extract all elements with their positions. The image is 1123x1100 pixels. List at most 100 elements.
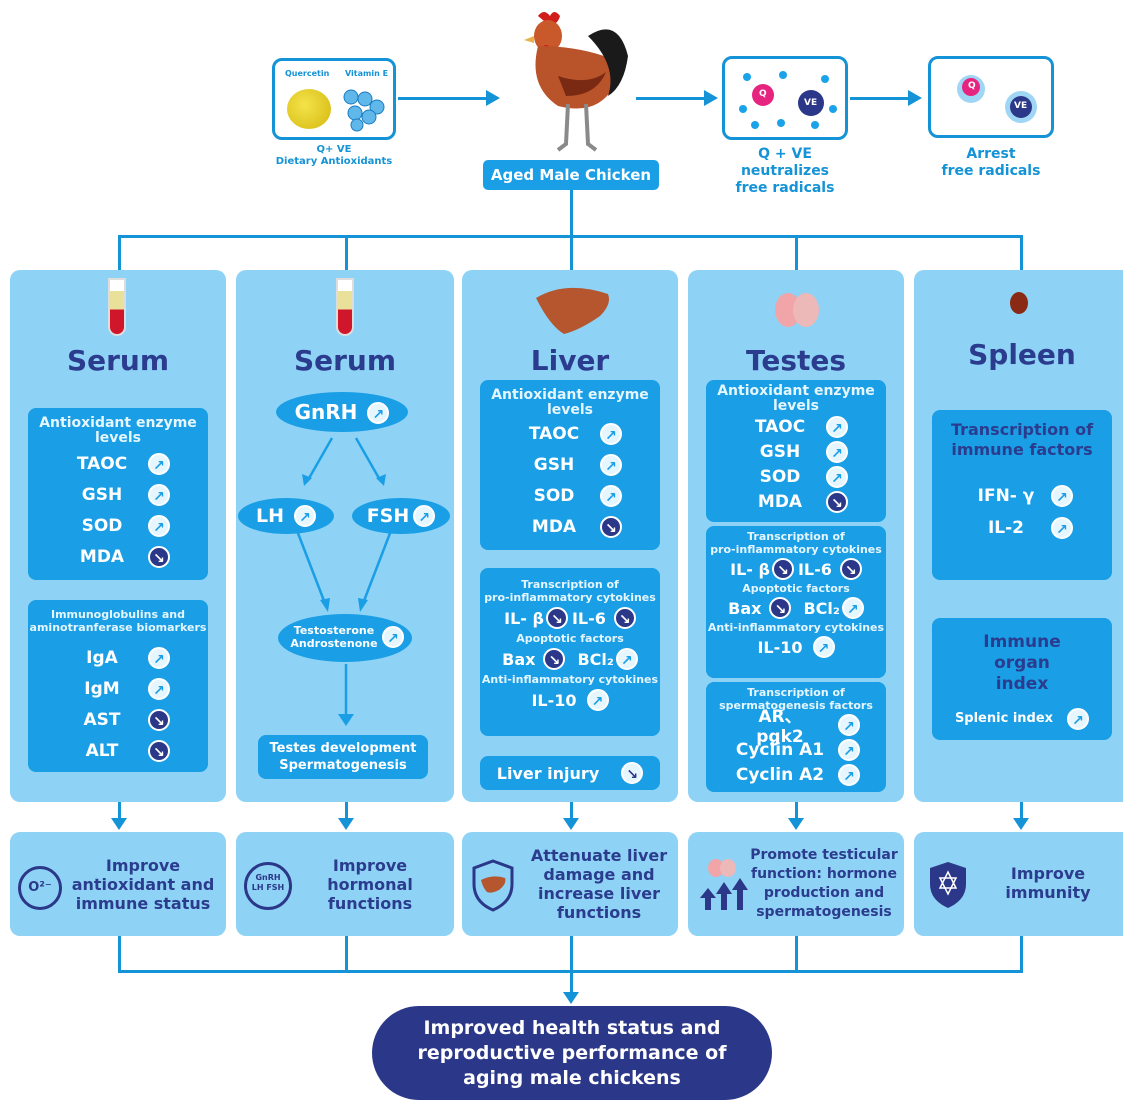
increase-arrow-icon: ↗ (148, 646, 170, 669)
final-line1: Improved health status and (423, 1017, 721, 1039)
marker-label: AR、 pgk2 (756, 707, 804, 747)
box-heading-1: Transcription of (521, 578, 619, 591)
increase-arrow-icon: ↗ (826, 465, 848, 488)
gnrh-icon-label: GnRH (255, 873, 281, 882)
increase-arrow-icon: ↗ (838, 763, 860, 786)
blood-tube-icon (108, 278, 126, 336)
arrowhead-down (338, 818, 354, 830)
outcome-text: Attenuate liver damage and increase live… (530, 846, 668, 922)
ve-label-2: VE (1014, 101, 1028, 111)
il1b-label: IL- β (504, 608, 544, 628)
marker-row: SOD↗ (480, 480, 660, 511)
box-heading-2: spermatogenesis factors (719, 699, 873, 712)
down-4 (795, 802, 798, 820)
il6-label: IL-6 (571, 608, 606, 628)
marker-row: MDA↘ (28, 541, 208, 572)
increase-arrow-icon: ↗ (586, 689, 609, 711)
increase-arrow-icon: ↗ (148, 514, 170, 537)
marker-label: Cyclin A1 (735, 739, 825, 760)
decrease-arrow-icon: ↘ (771, 558, 794, 580)
cytokine-box: Transcription of pro-inflammatory cytoki… (480, 568, 660, 736)
column-serum-1: Serum Antioxidant enzyme levels TAOC↗GSH… (10, 270, 226, 802)
decrease-arrow-icon: ↘ (545, 607, 568, 629)
arrowhead-down (563, 818, 579, 830)
apoptotic-heading: Apoptotic factors (742, 582, 850, 595)
drop-4 (795, 235, 798, 271)
liver-injury-label: Liver injury (496, 763, 600, 783)
antioxidant-box: Antioxidant enzyme levels TAOC↗GSH↗SOD↗M… (480, 380, 660, 550)
il6-label: IL-6 (797, 559, 832, 579)
up-4 (795, 936, 798, 972)
spermatogenesis-box: Transcription of spermatogenesis factors… (706, 682, 886, 792)
testes-icon (775, 293, 819, 327)
increase-arrow-icon: ↗ (812, 636, 835, 658)
column-testes: Testes Antioxidant enzyme levels TAOC↗GS… (688, 270, 904, 802)
marker-row: GSH↗ (480, 449, 660, 480)
increase-arrow-icon: ↗ (1067, 707, 1090, 730)
outcome-liver: Attenuate liver damage and increase live… (462, 832, 678, 936)
increase-arrow-icon: ↗ (294, 505, 316, 527)
decrease-arrow-icon: ↘ (613, 607, 636, 629)
decrease-arrow-icon: ↘ (148, 739, 170, 762)
increase-arrow-icon: ↗ (1051, 485, 1073, 507)
blood-tube-icon (336, 278, 354, 336)
rooster-image (524, 12, 628, 152)
increase-arrow-icon: ↗ (413, 505, 436, 527)
neutralize-box: Q VE (722, 56, 848, 140)
connector-chicken-down (570, 190, 573, 236)
marker-label: IL-2 (987, 518, 1025, 538)
increase-arrow-icon: ↗ (838, 738, 860, 761)
dietary-caption-line2: Dietary Antioxidants (275, 156, 393, 167)
marker-row: AST↘ (28, 704, 208, 735)
arrow-to-chicken (398, 97, 490, 100)
decrease-arrow-icon: ↘ (826, 490, 848, 513)
marker-label: GSH (81, 484, 123, 505)
decrease-arrow-icon: ↘ (769, 597, 792, 619)
testes-development-line2: Spermatogenesis (279, 758, 407, 773)
drop-2 (345, 235, 348, 271)
marker-label: Cyclin A2 (735, 764, 825, 785)
increase-arrow-icon: ↗ (1051, 517, 1073, 539)
marker-label: MDA (757, 491, 803, 512)
arrowhead-down (788, 818, 804, 830)
q-label-1: Q (759, 89, 767, 99)
fsh-icon-label: FSH (266, 883, 285, 892)
dietary-antioxidants-box: Quercetin Vitamin E (272, 58, 396, 140)
immunoglobulin-box: Immunoglobulins and aminotranferase biom… (28, 600, 208, 772)
quercetin-label: Quercetin (285, 69, 330, 78)
marker-label: IgM (84, 678, 120, 699)
marker-row: Cyclin A1 ↗ (706, 737, 886, 762)
fsh-label: FSH (366, 505, 410, 527)
immune-factors-box: Transcription of immune factors IFN- γ↗I… (932, 410, 1112, 580)
up-3 (570, 936, 573, 972)
decrease-arrow-icon: ↘ (543, 648, 566, 670)
marker-label: ALT (85, 740, 119, 761)
column-title: Liver (530, 344, 610, 377)
increase-arrow-icon: ↗ (841, 597, 864, 619)
arrow-head-2 (704, 90, 718, 106)
marker-row: TAOC↗ (28, 448, 208, 479)
down-1 (118, 802, 121, 820)
hormone-cycle-icon: GnRH LH FSH (244, 862, 292, 910)
marker-row: IFN- γ↗ (932, 480, 1112, 512)
lh-icon-label: LH (251, 883, 264, 892)
decrease-arrow-icon: ↘ (839, 558, 862, 580)
marker-label: MDA (531, 516, 577, 537)
spleen-icon (1010, 292, 1028, 314)
organ-index-box: Immune organ index Splenic index↗ (932, 618, 1112, 740)
final-arrow-stem (570, 970, 573, 994)
marker-label: GSH (759, 441, 801, 462)
marker-row: GSH↗ (706, 439, 886, 464)
marker-row: SOD ↗ (28, 510, 208, 541)
arrowhead-down (1013, 818, 1029, 830)
increase-arrow-icon: ↗ (615, 648, 638, 670)
marker-label: SOD (81, 515, 123, 536)
column-spleen: Spleen Transcription of immune factors I… (914, 270, 1123, 802)
up-2 (345, 936, 348, 972)
marker-row: IgM↗ (28, 673, 208, 704)
marker-row: Cyclin A2 ↗ (706, 762, 886, 787)
arrest-line2: free radicals (941, 163, 1041, 179)
bax-label: Bax (502, 649, 536, 669)
arrest-radicals-icon (957, 75, 1037, 123)
marker-row: TAOC↗ (480, 418, 660, 449)
